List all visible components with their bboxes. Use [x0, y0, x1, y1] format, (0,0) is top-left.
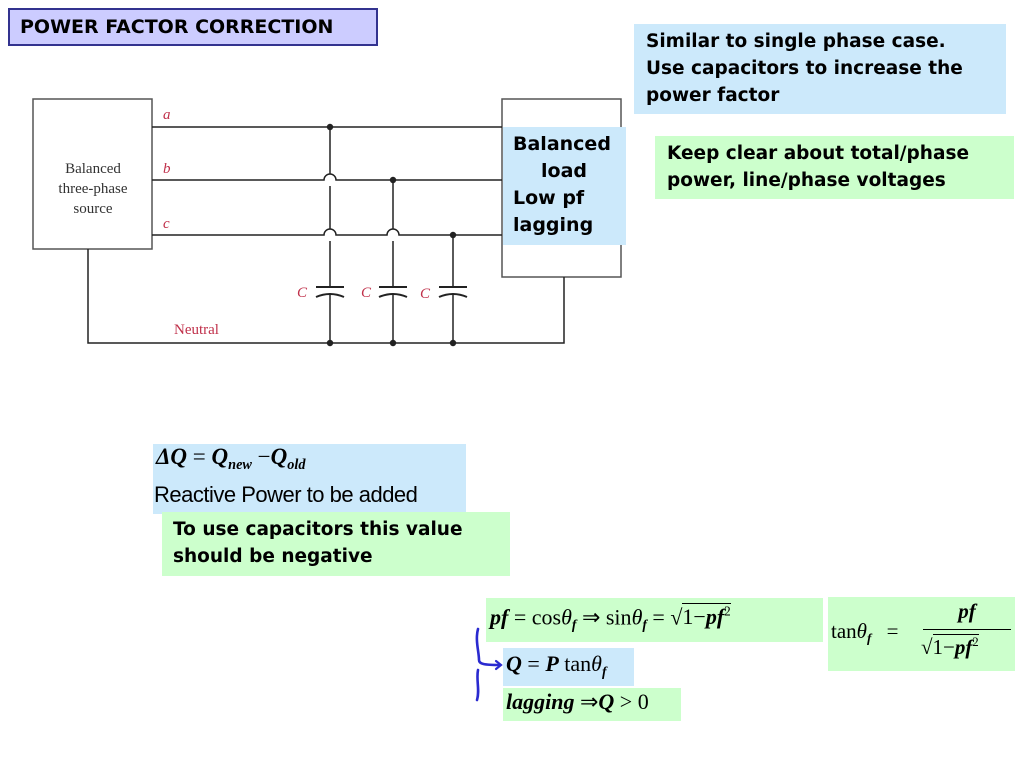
handdrawn-bracket-icon	[475, 627, 503, 702]
equals-sign: =	[192, 444, 206, 469]
theta-subscript: f	[601, 663, 607, 679]
junction-dot	[449, 231, 457, 239]
cos-function: cos	[531, 604, 562, 630]
note-negative: To use capacitors this value should be n…	[162, 512, 510, 576]
square-exponent: 2	[972, 635, 979, 649]
delta-q-symbol: ΔQ	[156, 444, 188, 469]
note-line: Keep clear about total/phase	[667, 143, 970, 164]
reactive-power-caption: Reactive Power to be added	[154, 482, 418, 507]
line-b-label: b	[163, 161, 171, 177]
numerator-pf: pf	[958, 599, 976, 623]
tan-equation: tanθf = pf √1−pf2	[828, 597, 1015, 671]
q-symbol: Q	[598, 689, 615, 714]
capacitor-2-label: C	[361, 285, 372, 301]
load-label-line: Balanced	[513, 133, 611, 155]
line-a-label: a	[163, 107, 171, 123]
note-line: To use capacitors this value	[173, 519, 463, 540]
equals-sign: =	[527, 651, 540, 676]
note-single-phase: Similar to single phase case. Use capaci…	[634, 24, 1006, 114]
junction-dot	[326, 123, 334, 131]
q-new-subscript: new	[228, 456, 252, 473]
junction-dot	[389, 176, 397, 184]
q-old-symbol: Q	[270, 444, 288, 469]
note-keep-clear: Keep clear about total/phase power, line…	[655, 136, 1014, 199]
q-old-subscript: old	[287, 456, 306, 473]
line-c-wire	[152, 228, 502, 236]
note-line: power factor	[646, 85, 780, 106]
sqrt-symbol: √	[921, 635, 933, 659]
load-label-line: lagging	[513, 214, 594, 236]
note-line: power, line/phase voltages	[667, 170, 946, 191]
capacitor-1	[315, 286, 345, 343]
note-line: Use capacitors to increase the	[646, 58, 963, 79]
sqrt-symbol: √	[670, 604, 683, 630]
delta-q-block: ΔQ = Qnew −Qold Reactive Power to be add…	[153, 444, 466, 514]
equals-sign: =	[886, 619, 899, 643]
p-symbol: P	[545, 651, 559, 676]
note-line: should be negative	[173, 546, 373, 567]
line-b-wire	[152, 173, 502, 181]
tan-function: tan	[831, 619, 857, 643]
theta-symbol: θ	[631, 604, 643, 630]
pf-equation: pf = cosθf ⇒ sinθf = √1−pf2	[486, 598, 823, 642]
neutral-wire	[87, 249, 565, 344]
load-label: Balanced load Low pf lagging	[503, 127, 626, 245]
capacitor-3	[438, 286, 468, 343]
neutral-label: Neutral	[174, 322, 219, 338]
junction-dot	[326, 339, 334, 347]
denominator-pf: pf	[954, 635, 973, 659]
minus-sign: −	[257, 444, 271, 469]
junction-dot	[449, 339, 457, 347]
pf-symbol: pf	[490, 604, 509, 630]
lagging-equation: lagging ⇒Q > 0	[503, 688, 681, 721]
line-c-label: c	[163, 216, 170, 232]
pf-symbol: pf	[705, 604, 725, 630]
source-label-line: Balanced	[65, 161, 121, 177]
note-line: Similar to single phase case.	[646, 31, 946, 52]
implies-arrow: ⇒	[579, 689, 599, 714]
source-box	[32, 98, 153, 250]
theta-subscript: f	[571, 617, 577, 633]
source-label-line: source	[73, 201, 112, 217]
q-equation: Q = P tanθf	[503, 648, 634, 686]
theta-symbol: θ	[591, 651, 602, 676]
tan-function: tan	[564, 651, 592, 676]
theta-symbol: θ	[561, 604, 572, 630]
one-minus: 1−	[682, 604, 706, 630]
theta-symbol: θ	[856, 619, 867, 643]
equals-sign: =	[652, 604, 665, 630]
capacitor-3-label: C	[420, 286, 431, 302]
one-minus: 1−	[932, 635, 955, 659]
page-title: POWER FACTOR CORRECTION	[8, 8, 378, 46]
sin-function: sin	[605, 604, 632, 630]
junction-dot	[389, 339, 397, 347]
greater-than: >	[619, 689, 633, 714]
lagging-word: lagging	[506, 689, 575, 714]
q-new-symbol: Q	[211, 444, 229, 469]
theta-subscript: f	[642, 617, 647, 633]
source-label-line: three-phase	[58, 181, 127, 197]
capacitor-2	[378, 286, 408, 343]
q-symbol: Q	[506, 651, 522, 676]
load-label-line: Low pf	[513, 187, 585, 209]
theta-subscript: f	[866, 630, 872, 646]
square-exponent: 2	[724, 604, 731, 619]
load-label-line: load	[541, 160, 587, 182]
equals-sign: =	[513, 604, 527, 630]
zero-value: 0	[637, 689, 649, 714]
implies-arrow: ⇒	[581, 604, 601, 630]
delta-q-equation: ΔQ = Qnew −Qold	[156, 444, 305, 474]
capacitor-1-label: C	[297, 285, 308, 301]
